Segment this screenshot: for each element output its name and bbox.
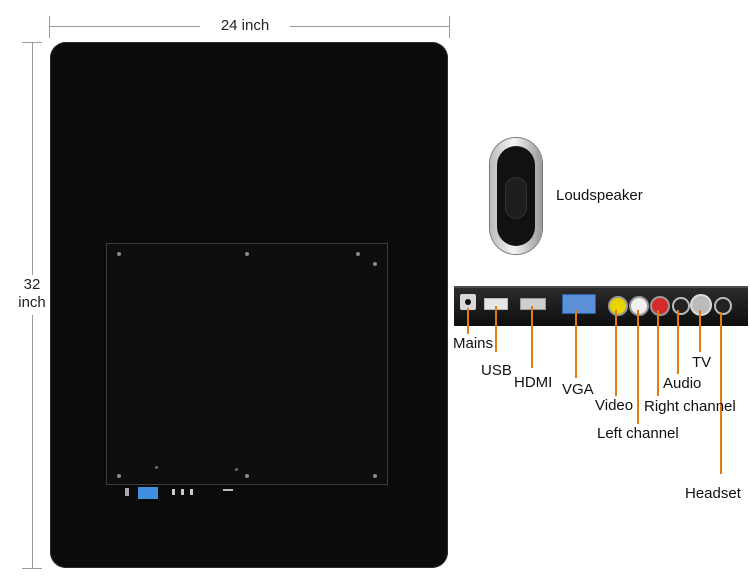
connector-strip [454, 286, 748, 326]
tv-jack [690, 294, 712, 316]
right-channel-jack [650, 296, 670, 316]
menu-button [172, 489, 175, 495]
video-jack [608, 296, 628, 316]
height-label-number: 32 [23, 276, 41, 293]
hdmi-callout [531, 306, 533, 368]
menu-button [190, 489, 193, 495]
hdmi-label: HDMI [514, 374, 553, 391]
headset-jack [714, 297, 732, 315]
menu-button [181, 489, 184, 495]
tv-callout [699, 310, 701, 352]
video-label: Video [595, 397, 634, 414]
mains-callout [467, 308, 469, 334]
indicator-slot [223, 489, 233, 491]
height-label-unit: inch [18, 294, 46, 311]
screw [117, 474, 121, 478]
rear-mounting-panel [106, 243, 388, 485]
vent-hole [235, 468, 238, 471]
vga-port [562, 294, 596, 314]
screw [117, 252, 121, 256]
headset-callout [720, 312, 722, 474]
audio-callout [677, 310, 679, 374]
width-label: 24 inch [220, 17, 270, 34]
left-channel-label: Left channel [597, 425, 679, 442]
blue-port [138, 487, 158, 499]
audio-jack [672, 297, 690, 315]
screw [373, 474, 377, 478]
vent-hole [155, 466, 158, 469]
hdmi-port [520, 298, 546, 310]
left-channel-jack [629, 296, 649, 316]
right-channel-label: Right channel [644, 398, 736, 415]
mains-label: Mains [453, 335, 494, 352]
video-callout [615, 310, 617, 396]
usb-label: USB [481, 362, 512, 379]
screw [245, 252, 249, 256]
loudspeaker-image [490, 138, 542, 254]
left-channel-callout [637, 310, 639, 424]
screw [373, 262, 377, 266]
power-switch [125, 488, 129, 496]
vga-label: VGA [562, 381, 594, 398]
mains-port [460, 294, 476, 310]
screw [245, 474, 249, 478]
tv-label: TV [692, 354, 712, 371]
audio-label: Audio [663, 375, 702, 392]
vga-callout [575, 310, 577, 378]
usb-callout [495, 306, 497, 352]
screw [356, 252, 360, 256]
headset-label: Headset [685, 485, 741, 502]
loudspeaker-label: Loudspeaker [556, 187, 643, 204]
right-channel-callout [657, 310, 659, 396]
